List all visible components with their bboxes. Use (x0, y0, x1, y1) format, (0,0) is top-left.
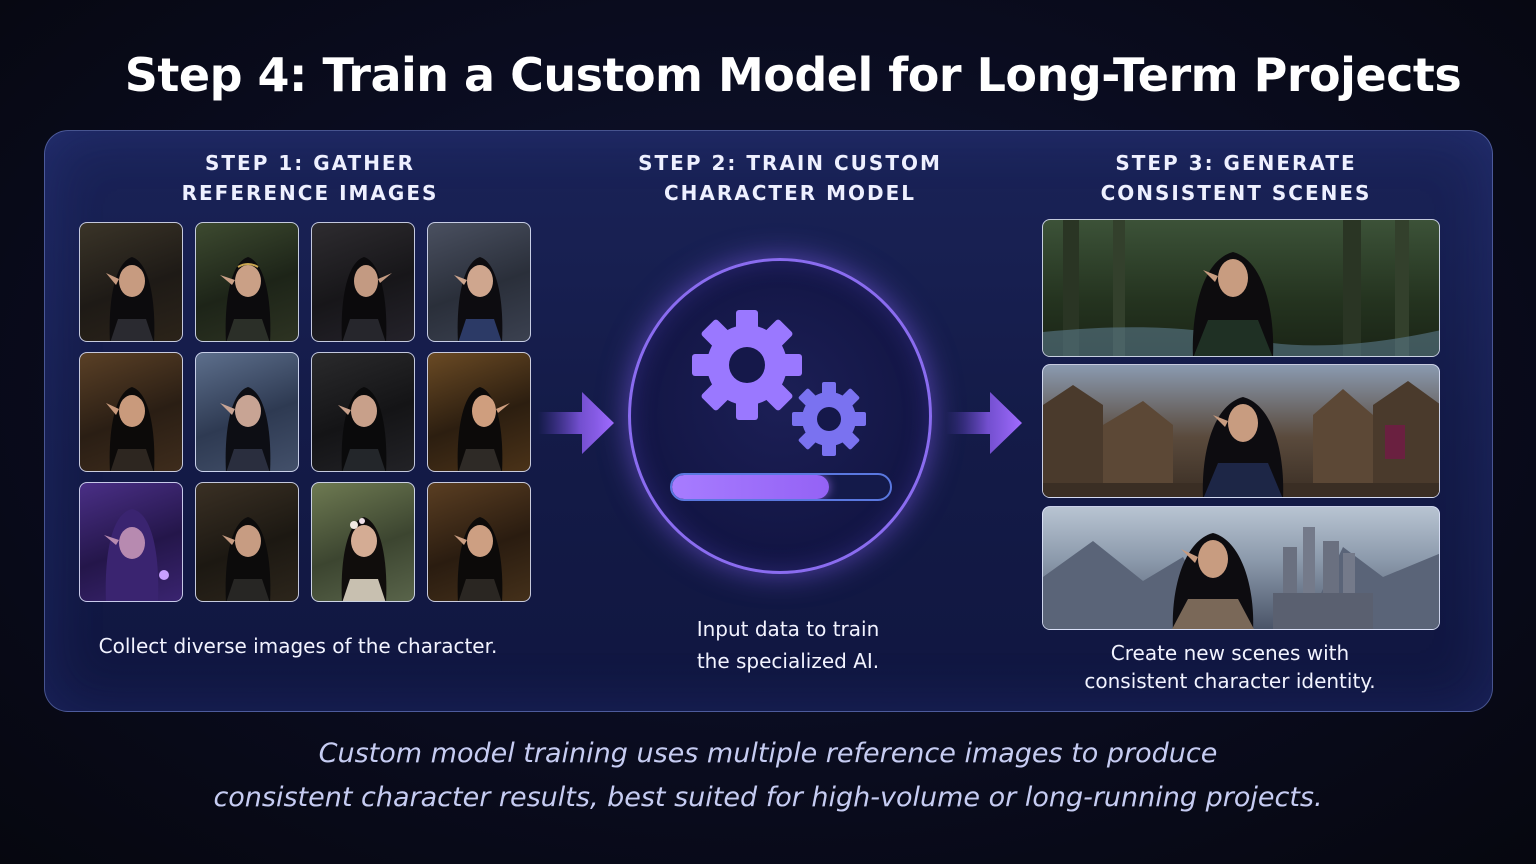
step-2-caption-line-1: Input data to train (696, 617, 880, 641)
step-1-caption: Collect diverse images of the character. (60, 631, 536, 661)
step-1-heading-line-1: STEP 1: GATHER (205, 151, 415, 175)
step-1-caption-line-1: Collect diverse images of the character. (98, 634, 498, 658)
footnote-line-1: Custom model training uses multiple refe… (318, 738, 1218, 769)
generated-scene-castle (1042, 506, 1440, 630)
step-2-heading: STEP 2: TRAIN CUSTOM CHARACTER MODEL (620, 148, 960, 208)
reference-image (427, 222, 531, 342)
step-2-caption-line-2: the specialized AI. (696, 649, 880, 673)
step-3-caption: Create new scenes with consistent charac… (1042, 639, 1418, 695)
step-1-heading: STEP 1: GATHER REFERENCE IMAGES (150, 148, 470, 208)
step-3-heading-line-1: STEP 3: GENERATE (1115, 151, 1357, 175)
gear-icon (792, 382, 866, 456)
reference-image (311, 482, 415, 602)
footnote-line-2: consistent character results, best suite… (213, 782, 1323, 813)
reference-image (311, 352, 415, 472)
step-3-caption-line-1: Create new scenes with (1110, 641, 1350, 665)
training-progress-fill (672, 475, 829, 499)
reference-image (195, 482, 299, 602)
reference-image (195, 352, 299, 472)
gear-icon (692, 310, 802, 420)
reference-image (427, 352, 531, 472)
arrow-right-icon (538, 392, 614, 454)
reference-image (79, 222, 183, 342)
reference-image (427, 482, 531, 602)
generated-scene-town (1042, 364, 1440, 498)
step-1-heading-line-2: REFERENCE IMAGES (181, 181, 439, 205)
step-2-heading-line-2: CHARACTER MODEL (663, 181, 917, 205)
step-3-heading: STEP 3: GENERATE CONSISTENT SCENES (1076, 148, 1396, 208)
step-2-caption: Input data to train the specialized AI. (600, 613, 976, 677)
reference-image (79, 352, 183, 472)
training-progress-bar (670, 473, 892, 501)
page-title: Step 4: Train a Custom Model for Long-Te… (124, 48, 1462, 102)
arrow-right-icon (946, 392, 1022, 454)
reference-image (195, 222, 299, 342)
step-3-caption-line-2: consistent character identity. (1084, 669, 1376, 693)
footnote: Custom model training uses multiple refe… (0, 732, 1536, 820)
step-2-heading-line-1: STEP 2: TRAIN CUSTOM (638, 151, 942, 175)
step-3-heading-line-2: CONSISTENT SCENES (1100, 181, 1372, 205)
training-model-circle (628, 258, 932, 574)
reference-image (79, 482, 183, 602)
generated-scene-forest (1042, 219, 1440, 357)
reference-image (311, 222, 415, 342)
